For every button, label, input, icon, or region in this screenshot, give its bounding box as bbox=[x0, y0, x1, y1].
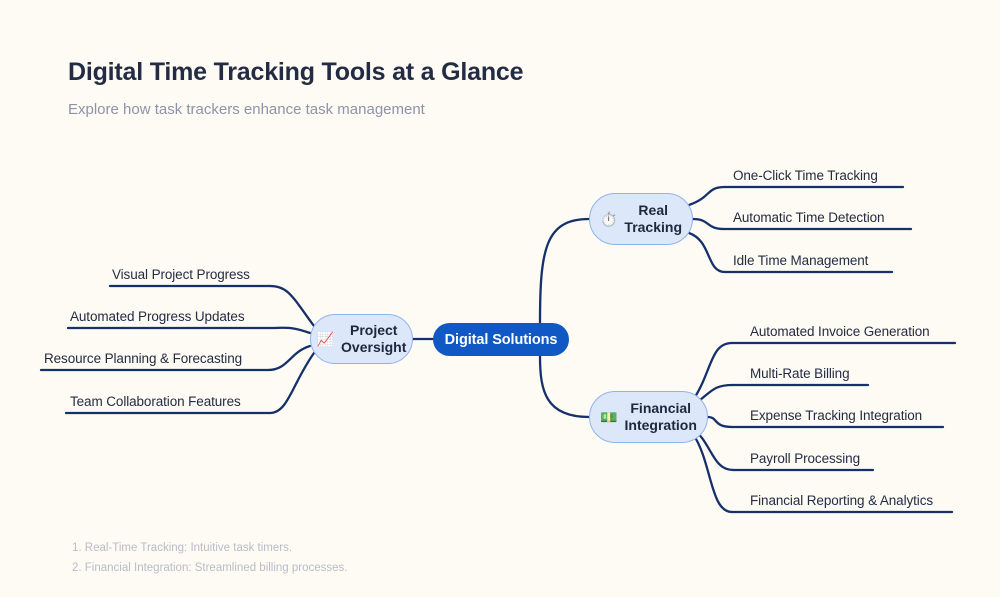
branch-node-label: Real Tracking bbox=[624, 201, 683, 236]
banknote-icon: 💵 bbox=[600, 409, 618, 425]
root-node-digital-solutions[interactable]: Digital Solutions bbox=[433, 323, 569, 356]
edge-root-to-real-tracking bbox=[538, 217, 591, 325]
edge-root-to-financial-integration bbox=[538, 354, 591, 419]
header: Digital Time Tracking Tools at a Glance … bbox=[68, 58, 524, 118]
chart-increasing-icon: 📈 bbox=[316, 331, 335, 347]
leaf-label[interactable]: Payroll Processing bbox=[750, 451, 860, 466]
leaf-label[interactable]: Visual Project Progress bbox=[112, 267, 250, 282]
edge-proj-leaf-2 bbox=[266, 326, 312, 335]
branch-node-financial-integration[interactable]: 💵 Financial Integration bbox=[589, 391, 708, 443]
footer-notes: 1. Real-Time Tracking: Intuitive task ti… bbox=[72, 539, 348, 579]
edge-proj-leaf-1 bbox=[268, 284, 316, 328]
edge-proj-leaf-4 bbox=[268, 351, 316, 415]
page-title: Digital Time Tracking Tools at a Glance bbox=[68, 58, 524, 86]
leaf-label[interactable]: Idle Time Management bbox=[733, 253, 869, 268]
edge-fin-leaf-3 bbox=[706, 415, 734, 429]
edge-proj-leaf-3 bbox=[266, 344, 312, 372]
leaf-label[interactable]: Automated Progress Updates bbox=[70, 309, 245, 324]
stopwatch-icon: ⏱️ bbox=[599, 211, 618, 227]
footer-note: 2. Financial Integration: Streamlined bi… bbox=[72, 561, 348, 574]
edge-real-leaf-2 bbox=[691, 217, 726, 231]
branch-node-real-tracking[interactable]: ⏱️ Real Tracking bbox=[589, 193, 693, 245]
leaf-label[interactable]: Automated Invoice Generation bbox=[750, 324, 930, 339]
edge-real-leaf-3 bbox=[687, 231, 727, 274]
leaf-label[interactable]: Expense Tracking Integration bbox=[750, 408, 923, 423]
branch-node-label: Financial Integration bbox=[624, 399, 697, 434]
edge-fin-leaf-1 bbox=[691, 341, 734, 402]
page-subtitle: Explore how task trackers enhance task m… bbox=[68, 101, 425, 118]
branch-node-label: Project Oversight bbox=[341, 321, 407, 356]
leaf-label[interactable]: Team Collaboration Features bbox=[70, 394, 241, 409]
edge-real-leaf-1 bbox=[687, 185, 727, 207]
leaf-label[interactable]: Resource Planning & Forecasting bbox=[44, 351, 243, 366]
root-node-label: Digital Solutions bbox=[444, 331, 558, 348]
footer-note: 1. Real-Time Tracking: Intuitive task ti… bbox=[72, 542, 293, 554]
edge-fin-leaf-5 bbox=[691, 432, 734, 514]
leaf-label[interactable]: Financial Reporting & Analytics bbox=[750, 493, 933, 508]
leaf-label[interactable]: Multi-Rate Billing bbox=[750, 366, 850, 381]
leaf-label[interactable]: Automatic Time Detection bbox=[733, 210, 885, 225]
leaf-label[interactable]: One-Click Time Tracking bbox=[733, 168, 878, 183]
branch-node-project-oversight[interactable]: 📈 Project Oversight bbox=[310, 314, 413, 364]
